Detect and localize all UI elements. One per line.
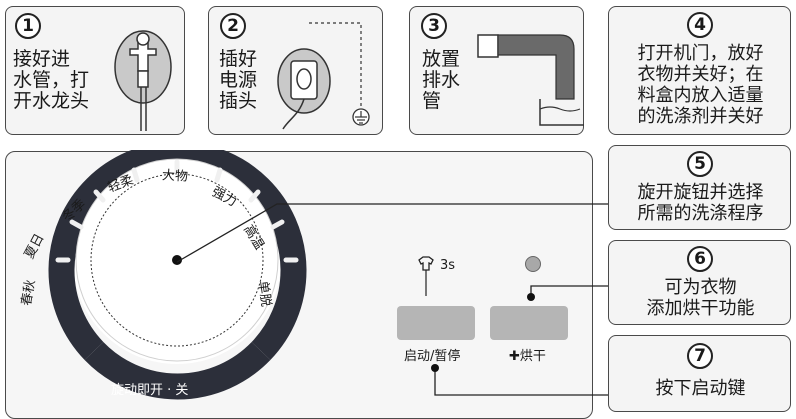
- dry-label: ✚烘干: [509, 349, 546, 364]
- step-1-text: 接好进 水管，打 开水龙头: [13, 48, 90, 112]
- step-2-text: 插好 电源 插头: [219, 48, 258, 112]
- start-pause-label: 启动/暂停: [404, 349, 461, 364]
- step-7-box: 7 按下启动键: [608, 335, 791, 412]
- child-lock-icon: [418, 256, 434, 296]
- step-2-box: 2 插好 电源 插头: [208, 6, 383, 135]
- step-6-number: 6: [687, 246, 713, 272]
- drain-hose-icon: [477, 34, 584, 126]
- step-4-box: 4 打开机门，放好 衣物并关好；在 料盒内放入适量 的洗涤剂并关好: [608, 6, 791, 135]
- step-3-text: 放置 排水 管: [422, 48, 461, 112]
- program-label-bulky: 大物: [161, 168, 189, 185]
- step-1-box: 1 接好进 水管，打 开水龙头: [5, 6, 185, 135]
- step-1-number: 1: [15, 13, 41, 39]
- step-4-text: 打开机门，放好 衣物并关好；在 料盒内放入适量 的洗涤剂并关好: [637, 43, 764, 127]
- step-6-box: 6 可为衣物 添加烘干功能: [608, 240, 791, 325]
- step-3-box: 3 放置 排水 管: [409, 6, 584, 135]
- step-7-number: 7: [687, 343, 713, 369]
- faucet-icon: [114, 30, 172, 131]
- power-plug-icon: [277, 22, 370, 130]
- step-5-number: 5: [687, 151, 713, 177]
- child-lock-duration: 3s: [440, 258, 456, 273]
- step-5-box: 5 旋开旋钮并选择 所需的洗涤程序: [608, 145, 791, 230]
- dry-indicator-light: [525, 256, 541, 272]
- start-pause-button[interactable]: [397, 306, 475, 340]
- dry-button[interactable]: [490, 306, 568, 340]
- step-6-text: 可为衣物 添加烘干功能: [646, 277, 755, 319]
- program-label-spin-only: 单脱: [254, 279, 274, 308]
- step-4-number: 4: [687, 12, 713, 38]
- dial-center-dot: [172, 255, 182, 265]
- step-7-text: 按下启动键: [655, 378, 746, 399]
- step-2-number: 2: [220, 13, 246, 39]
- dial-on-off-label: 旋动即开 · 关: [111, 383, 189, 398]
- step-5-text: 旋开旋钮并选择 所需的洗涤程序: [637, 182, 764, 224]
- step-3-number: 3: [421, 13, 447, 39]
